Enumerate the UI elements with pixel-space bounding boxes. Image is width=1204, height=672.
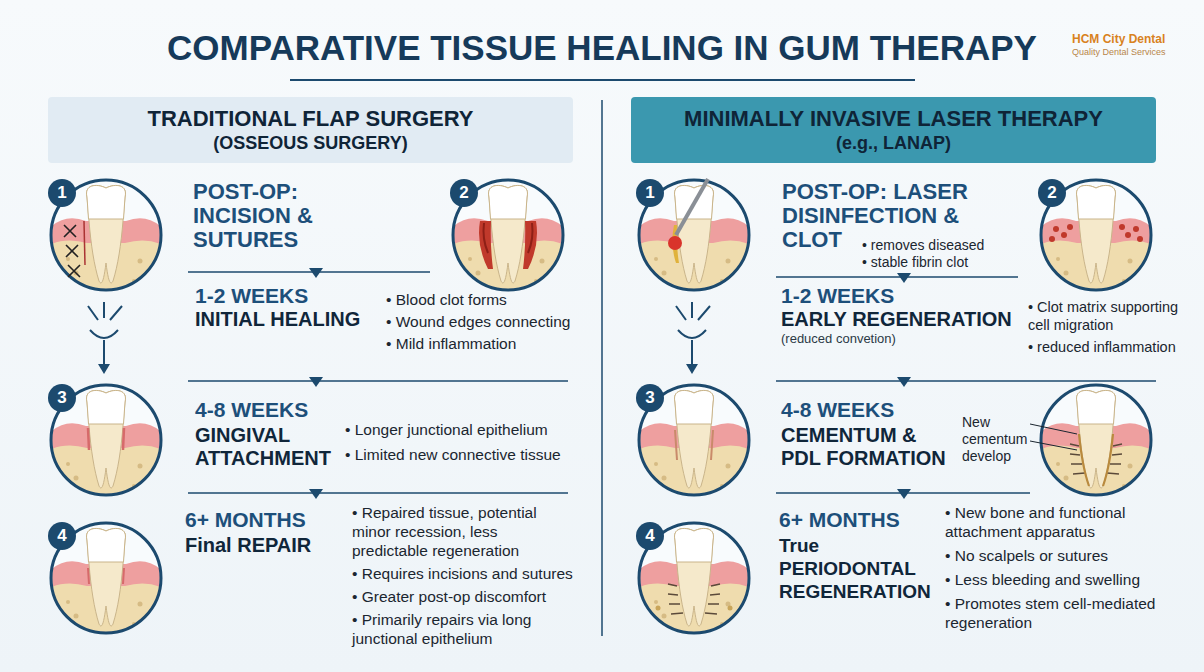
text-group: 4-8 WEEKSCEMENTUM & PDL FORMATION xyxy=(781,398,956,470)
time-label: 6+ MONTHS xyxy=(779,508,941,532)
header-box: MINIMALLY INVASIVE LASER THERAPY(e.g., L… xyxy=(631,97,1156,163)
clot-healing xyxy=(675,430,713,460)
bullet-point: • Primarily repairs via long junctional … xyxy=(352,610,577,648)
header-title: TRADITIONAL FLAP SURGERY xyxy=(148,105,474,132)
bullet-point: • Clot matrix supporting cell migration xyxy=(1028,298,1188,334)
junctional-epithelium xyxy=(88,428,124,450)
header-box: TRADITIONAL FLAP SURGERY(OSSEOUS SURGERY… xyxy=(48,97,573,163)
leader-line xyxy=(1030,424,1077,450)
pdl-fibers xyxy=(1070,434,1122,486)
bullet-point: • Promotes stem cell-mediated regenerati… xyxy=(945,594,1180,632)
time-label: 1-2 WEEKS xyxy=(195,284,380,308)
stage-label: Final REPAIR xyxy=(185,534,345,557)
number-badge: 2 xyxy=(1038,179,1066,207)
text-group: 6+ MONTHSTrue PERIODONTAL REGENERATION xyxy=(779,508,941,603)
bullet-point: • removes diseased xyxy=(862,237,1032,254)
tooth-illustration xyxy=(49,178,1153,635)
bullet-point: • No scalpels or sutures xyxy=(945,546,1180,565)
callout-number: 2 xyxy=(459,183,468,203)
stage-label: CEMENTUM & PDL FORMATION xyxy=(781,424,956,470)
regenerated-attachment xyxy=(656,584,733,614)
callout-number: 1 xyxy=(57,183,66,203)
step-heading: POST-OP: INCISION & SUTURES xyxy=(193,180,333,252)
header-title: MINIMALLY INVASIVE LASER THERAPY xyxy=(684,105,1103,132)
flow-arrowhead xyxy=(98,364,698,374)
logo-tagline: Quality Dental Services xyxy=(1072,47,1200,58)
bullet-point: • Wound edges connecting xyxy=(386,312,586,331)
bullet-point: • reduced inflammation xyxy=(1028,338,1188,356)
title: COMPARATIVE TISSUE HEALING IN GUM THERAP… xyxy=(0,28,1204,68)
stage-label: EARLY REGENERATION xyxy=(781,308,1026,331)
diseased-pocket xyxy=(479,221,537,269)
bullet-point: • New bone and functional attachment app… xyxy=(945,503,1180,541)
text-group: • Repaired tissue, potential minor reces… xyxy=(352,503,577,648)
stage-label: INITIAL HEALING xyxy=(195,308,380,331)
time-label: 6+ MONTHS xyxy=(185,508,345,532)
repaired-gum xyxy=(88,568,124,584)
text-group: POST-OP: INCISION & SUTURES xyxy=(193,180,333,252)
bullet-point: • Greater post-op discomfort xyxy=(352,587,577,606)
bullet-point: • Requires incisions and sutures xyxy=(352,564,577,583)
header-subtitle: (e.g., LANAP) xyxy=(836,132,951,155)
number-badge: 2 xyxy=(450,179,478,207)
text-group: 4-8 WEEKSGINGIVAL ATTACHMENT xyxy=(195,398,345,470)
flow-symbol xyxy=(88,302,710,366)
title-underline xyxy=(290,79,915,81)
callout-label: New cementum develop xyxy=(962,414,1034,465)
callout-number: 3 xyxy=(645,388,654,408)
number-badge: 3 xyxy=(48,384,76,412)
number-badge: 3 xyxy=(636,384,664,412)
bullet-point: • Limited new connective tissue xyxy=(345,445,595,464)
stage-label: GINGIVAL ATTACHMENT xyxy=(195,424,345,470)
callout-number: 3 xyxy=(57,388,66,408)
text-group: • Blood clot forms • Wound edges connecti… xyxy=(386,290,586,353)
text-group: 1-2 WEEKSEARLY REGENERATION(reduced conv… xyxy=(781,284,1026,347)
bullet-point: • stable fibrin clot xyxy=(862,254,1032,271)
text-group: 1-2 WEEKSINITIAL HEALING xyxy=(195,284,380,331)
number-badge: 1 xyxy=(636,179,664,207)
time-label: 4-8 WEEKS xyxy=(195,398,345,422)
laser-fiber xyxy=(668,179,708,263)
time-label: 1-2 WEEKS xyxy=(781,284,1026,308)
bullet-point: • Less bleeding and swelling xyxy=(945,570,1180,589)
column-divider xyxy=(601,100,603,636)
text-group: • Clot matrix supporting cell migration •… xyxy=(1028,298,1188,356)
callout-number: 4 xyxy=(645,526,654,546)
bullet-point: • Repaired tissue, potential minor reces… xyxy=(352,503,577,560)
callout-number: 1 xyxy=(645,183,654,203)
bullet-point: • Mild inflammation xyxy=(386,334,586,353)
header-subtitle: (OSSEOUS SURGERY) xyxy=(213,132,407,155)
note: (reduced convetion) xyxy=(781,331,1026,347)
number-badge: 4 xyxy=(636,522,664,550)
time-label: 4-8 WEEKS xyxy=(781,398,956,422)
text-group: • removes diseased• stable fibrin clot xyxy=(862,237,1032,271)
logo-text: HCM City Dental xyxy=(1072,32,1200,47)
stage-label: True PERIODONTAL REGENERATION xyxy=(779,534,941,603)
text-group: • New bone and functional attachment app… xyxy=(945,503,1180,632)
text-group: HCM City DentalQuality Dental Services xyxy=(1072,32,1200,58)
bullet-point: • Blood clot forms xyxy=(386,290,586,309)
callout-number: 2 xyxy=(1047,183,1056,203)
text-group: New cementum develop xyxy=(962,414,1034,465)
number-badge: 1 xyxy=(48,179,76,207)
bullet-point: • Longer junctional epithelium xyxy=(345,420,595,439)
callout-number: 4 xyxy=(57,526,66,546)
suture-overlay xyxy=(64,221,85,277)
number-badge: 4 xyxy=(48,522,76,550)
inflamed-gum-dots xyxy=(1049,224,1143,242)
text-group: 6+ MONTHSFinal REPAIR xyxy=(185,508,345,557)
text-group: • Longer junctional epithelium • Limited … xyxy=(345,420,595,464)
stage-divider xyxy=(188,272,1156,493)
